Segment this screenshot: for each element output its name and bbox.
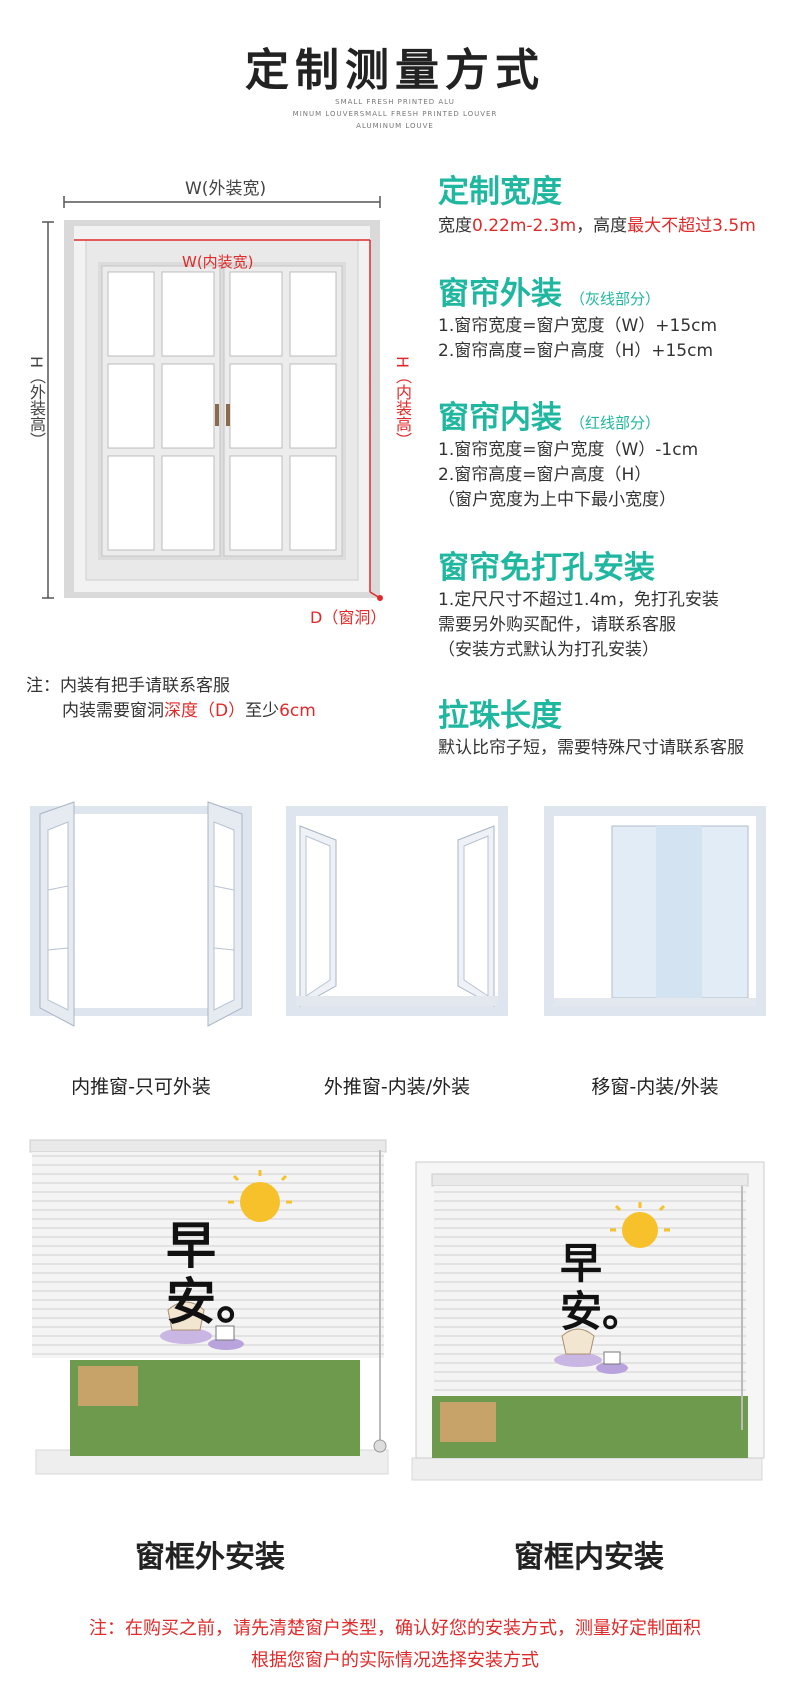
heading-inner-install: 窗帘内装（红线部分）: [438, 400, 661, 436]
width-range-text: 宽度0.22m-2.3m，高度最大不超过3.5m: [438, 216, 756, 236]
blind-outside-frame: [29, 1139, 389, 1475]
label-outer-width: W(外装宽): [185, 179, 267, 199]
label-inner-height: H（内装高）: [393, 356, 412, 449]
footer-note-1: 注：在购买之前，请先清楚窗户类型，确认好您的安装方式，测量好定制面积: [89, 1618, 701, 1639]
heading-outer-install: 窗帘外装（灰线部分）: [438, 276, 661, 312]
blind-text-inside: 早安。: [560, 1239, 645, 1336]
nodrill-line-3: （安装方式默认为打孔安装）: [438, 640, 659, 660]
heading-custom-width: 定制宽度: [438, 174, 562, 210]
inner-line-3: （窗户宽度为上中下最小宽度）: [438, 490, 676, 510]
caption-inside-frame: 窗框内安装: [514, 1540, 664, 1575]
label-inner-width: W(内装宽): [182, 253, 254, 271]
subtitle-line-1: SMALL FRESH PRINTED ALU: [335, 98, 455, 106]
outer-line-2: 2.窗帘高度=窗户高度（H）+15cm: [438, 341, 714, 361]
outward-window: [286, 806, 508, 1016]
label-depth: D（窗洞）: [310, 608, 387, 627]
blind-inside-frame: [411, 1161, 765, 1481]
caption-outside-frame: 窗框外安装: [135, 1540, 285, 1575]
window-measure-diagram: [42, 196, 383, 601]
pull-line-1: 默认比帘子短，需要特殊尺寸请联系客服: [438, 738, 744, 758]
sliding-window: [544, 806, 766, 1016]
inner-line-1: 1.窗帘宽度=窗户宽度（W）-1cm: [438, 440, 699, 460]
blind-text-outside: 早安。: [166, 1217, 266, 1331]
heading-pull-length: 拉珠长度: [438, 698, 562, 734]
window-type-caption-1: 内推窗-只可外装: [71, 1076, 211, 1098]
footer-note-2: 根据您窗户的实际情况选择安装方式: [251, 1650, 539, 1671]
inward-window: [30, 801, 252, 1027]
nodrill-line-2: 需要另外购买配件，请联系客服: [438, 615, 676, 635]
note-line-2: 内装需要窗洞深度（D）至少6cm: [62, 701, 316, 721]
label-outer-height: H（外装高）: [27, 356, 46, 449]
window-type-caption-2: 外推窗-内装/外装: [323, 1076, 471, 1098]
subtitle-line-3: ALUMINUM LOUVE: [356, 122, 434, 130]
outer-line-1: 1.窗帘宽度=窗户宽度（W）+15cm: [438, 316, 718, 336]
window-type-caption-3: 移窗-内装/外装: [591, 1076, 719, 1098]
window-types-illustration: [30, 801, 766, 1027]
inner-line-2: 2.窗帘高度=窗户高度（H）: [438, 465, 652, 485]
nodrill-line-1: 1.定尺尺寸不超过1.4m，免打孔安装: [438, 590, 719, 610]
heading-no-drill: 窗帘免打孔安装: [438, 550, 655, 586]
page-title: 定制测量方式: [245, 45, 545, 96]
subtitle-line-2: MINUM LOUVERSMALL FRESH PRINTED LOUVER: [292, 110, 498, 118]
note-line-1: 注：内装有把手请联系客服: [26, 676, 230, 696]
blinds-illustration: [29, 1139, 765, 1481]
